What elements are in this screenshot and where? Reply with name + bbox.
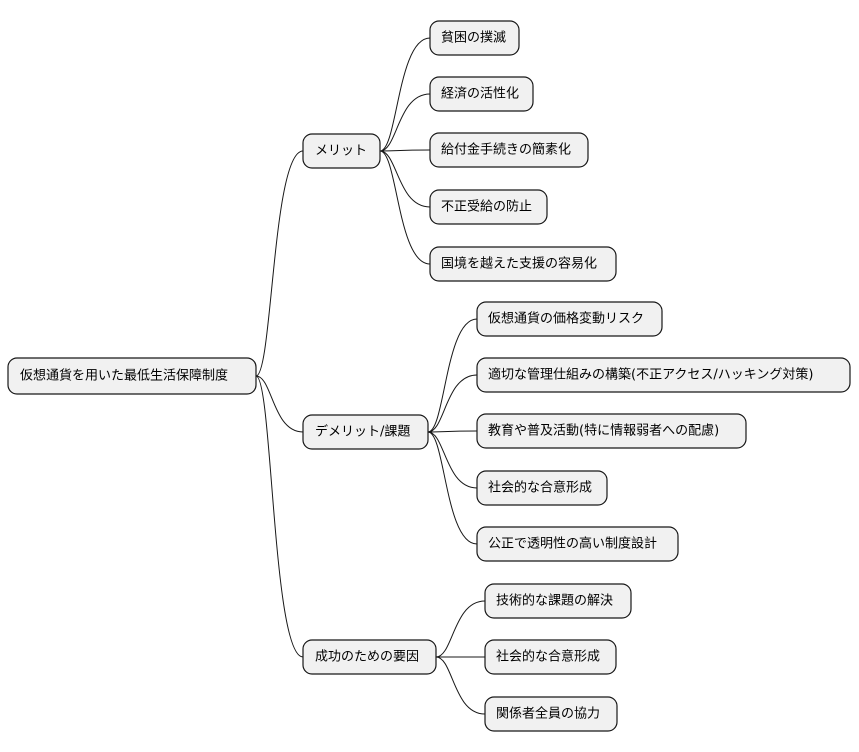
leaf-demerits-4: 公正で透明性の高い制度設計 bbox=[476, 526, 679, 562]
leaf-success-2: 関係者全員の協力 bbox=[484, 696, 618, 732]
branch-success-factors-box bbox=[302, 639, 437, 675]
connector-merits-leaf-2 bbox=[379, 149, 431, 152]
connector-root-success bbox=[255, 375, 304, 658]
connector-merits-leaf-4 bbox=[379, 150, 431, 265]
root-node-label: 仮想通貨を用いた最低生活保障制度 bbox=[20, 368, 228, 384]
leaf-label: 技術的な課題の解決 bbox=[496, 593, 613, 609]
leaf-label: 貧困の撲滅 bbox=[441, 31, 506, 46]
leaf-label: 適切な管理仕組みの構築(不正アクセス/ハッキング対策) bbox=[488, 367, 813, 383]
branch-success-factors: 成功のための要因 bbox=[302, 639, 437, 675]
leaf-success-1: 社会的な合意形成 bbox=[484, 639, 617, 675]
connector-demerits-leaf-2 bbox=[427, 430, 478, 433]
leaf-label: 社会的な合意形成 bbox=[496, 649, 600, 665]
leaf-label: 公正で透明性の高い制度設計 bbox=[488, 536, 657, 552]
connector-demerits-leaf-1 bbox=[427, 374, 478, 433]
leaf-merits-2: 給付金手続きの簡素化 bbox=[429, 132, 589, 168]
leaf-label: 仮想通貨の価格変動リスク bbox=[488, 311, 644, 327]
branch-merits-box bbox=[302, 133, 381, 169]
leaf-demerits-2: 教育や普及活動(特に情報弱者への配慮) bbox=[476, 413, 747, 449]
branch-success-factors-label: 成功のための要因 bbox=[315, 650, 419, 665]
leaf-demerits-1: 適切な管理仕組みの構築(不正アクセス/ハッキング対策) bbox=[476, 357, 851, 393]
connector-success-leaf-0 bbox=[435, 600, 486, 658]
branch-demerits-box bbox=[302, 414, 429, 450]
leaf-label: 給付金手続きの簡素化 bbox=[441, 142, 571, 158]
connector-merits-leaf-3 bbox=[379, 150, 431, 208]
leaf-merits-0: 貧困の撲滅 bbox=[429, 20, 520, 56]
leaf-merits-3: 不正受給の防止 bbox=[429, 189, 548, 225]
connector-success-leaf-2 bbox=[435, 656, 486, 715]
connector-root-merits bbox=[255, 150, 304, 377]
connector-merits-leaf-1 bbox=[379, 93, 431, 152]
leaf-label: 不正受給の防止 bbox=[441, 199, 532, 215]
leaf-label: 経済の活性化 bbox=[441, 86, 519, 102]
connector-demerits-leaf-3 bbox=[427, 431, 478, 489]
leaf-label: 関係者全員の協力 bbox=[496, 706, 600, 722]
branch-demerits: デメリット/課題 bbox=[302, 414, 429, 450]
root-node: 仮想通貨を用いた最低生活保障制度 bbox=[7, 357, 257, 395]
connector-demerits-leaf-0 bbox=[427, 318, 478, 433]
leaf-merits-1: 経済の活性化 bbox=[429, 76, 534, 112]
leaf-label: 国境を越えた支援の容易化 bbox=[441, 256, 597, 272]
branch-merits-label: メリット bbox=[315, 144, 367, 159]
leaf-success-0: 技術的な課題の解決 bbox=[484, 583, 632, 619]
leaf-demerits-0: 仮想通貨の価格変動リスク bbox=[476, 301, 663, 337]
leaf-demerits-3: 社会的な合意形成 bbox=[476, 470, 608, 506]
leaf-label: 教育や普及活動(特に情報弱者への配慮) bbox=[488, 423, 719, 439]
branch-demerits-label: デメリット/課題 bbox=[315, 424, 410, 440]
connectors bbox=[255, 37, 486, 715]
leaf-merits-4: 国境を越えた支援の容易化 bbox=[429, 246, 617, 282]
connector-root-demerits bbox=[255, 375, 304, 433]
connector-demerits-leaf-4 bbox=[427, 431, 478, 545]
root-node-box bbox=[7, 357, 257, 395]
branch-merits: メリット bbox=[302, 133, 381, 169]
leaf-label: 社会的な合意形成 bbox=[488, 480, 592, 496]
connector-merits-leaf-0 bbox=[379, 37, 431, 152]
